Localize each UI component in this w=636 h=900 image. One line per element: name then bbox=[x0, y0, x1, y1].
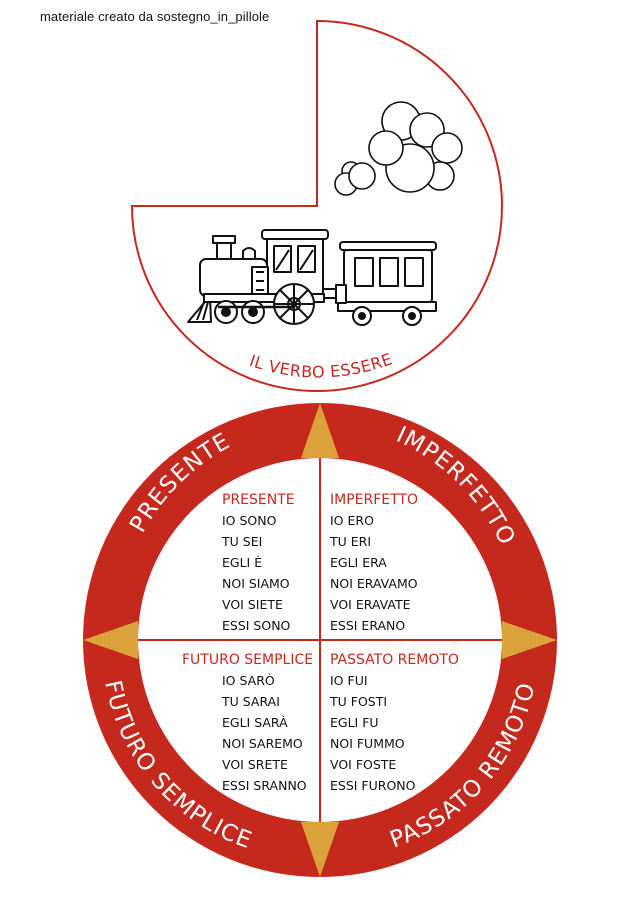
quadrant-presente: PRESENTE IO SONO TU SEI EGLI È NOI SIAMO… bbox=[222, 490, 372, 636]
conjugation-list-imperfetto: IO ERO TU ERI EGLI ERA NOI ERAVAMO VOI E… bbox=[330, 510, 480, 636]
conjugation-item: VOI FOSTE bbox=[330, 757, 397, 772]
train-icon bbox=[187, 229, 437, 326]
conjugation-item: ESSI ERANO bbox=[330, 618, 406, 633]
quadrant-imperfetto: IMPERFETTO IO ERO TU ERI EGLI ERA NOI ER… bbox=[330, 490, 480, 636]
conjugation-item: ESSI SRANNO bbox=[222, 778, 307, 793]
conjugation-item: ESSI FURONO bbox=[330, 778, 416, 793]
steam-cloud-icon bbox=[334, 101, 463, 196]
arrow-bottom-icon bbox=[301, 822, 339, 877]
quadrant-title-passato-remoto: PASSATO REMOTO bbox=[330, 652, 459, 668]
conjugation-item: EGLI È bbox=[222, 555, 263, 570]
conjugation-item: TU SARAI bbox=[222, 694, 280, 709]
conjugation-item: NOI FUMMO bbox=[330, 736, 405, 751]
credit-text: materiale creato da sostegno_in_pillole bbox=[40, 9, 270, 24]
conjugation-item: TU SEI bbox=[222, 534, 263, 549]
conjugation-item: NOI SIAMO bbox=[222, 576, 290, 591]
conjugation-item: IO FUI bbox=[330, 673, 368, 688]
arrow-right-icon bbox=[502, 621, 557, 659]
quadrant-title-futuro-semplice: FUTURO SEMPLICE bbox=[182, 652, 314, 668]
conjugation-item: ESSI SONO bbox=[222, 618, 291, 633]
conjugation-item: IO SARÒ bbox=[222, 673, 275, 688]
conjugation-item: VOI SRETE bbox=[222, 757, 288, 772]
quadrant-title-presente: PRESENTE bbox=[222, 492, 295, 508]
conjugation-list-presente: IO SONO TU SEI EGLI È NOI SIAMO VOI SIET… bbox=[222, 510, 372, 636]
conjugation-item: VOI SIETE bbox=[222, 597, 283, 612]
conjugation-item: EGLI ERA bbox=[330, 555, 387, 570]
conjugation-item: IO SONO bbox=[222, 513, 277, 528]
conjugation-item: TU FOSTI bbox=[330, 694, 388, 709]
conjugation-item: VOI ERAVATE bbox=[330, 597, 411, 612]
conjugation-item: NOI ERAVAMO bbox=[330, 576, 418, 591]
conjugation-item: EGLI SARÀ bbox=[222, 715, 288, 730]
top-wheel-outline bbox=[130, 19, 503, 392]
conjugation-item: NOI SAREMO bbox=[222, 736, 303, 751]
conjugation-list-passato-remoto: IO FUI TU FOSTI EGLI FU NOI FUMMO VOI FO… bbox=[330, 670, 480, 796]
quadrant-title-imperfetto: IMPERFETTO bbox=[330, 492, 418, 508]
quadrant-passato-remoto: PASSATO REMOTO IO FUI TU FOSTI EGLI FU N… bbox=[330, 650, 480, 796]
arrow-top-icon bbox=[301, 403, 339, 458]
conjugation-item: EGLI FU bbox=[330, 715, 379, 730]
conjugation-list-futuro-semplice: IO SARÒ TU SARAI EGLI SARÀ NOI SAREMO VO… bbox=[182, 670, 322, 796]
wheel-title: IL VERBO ESSERE bbox=[247, 349, 395, 381]
conjugation-item: IO ERO bbox=[330, 513, 374, 528]
conjugation-item: TU ERI bbox=[330, 534, 372, 549]
quadrant-futuro-semplice: FUTURO SEMPLICE IO SARÒ TU SARAI EGLI SA… bbox=[182, 650, 322, 796]
arrow-left-icon bbox=[83, 621, 138, 659]
